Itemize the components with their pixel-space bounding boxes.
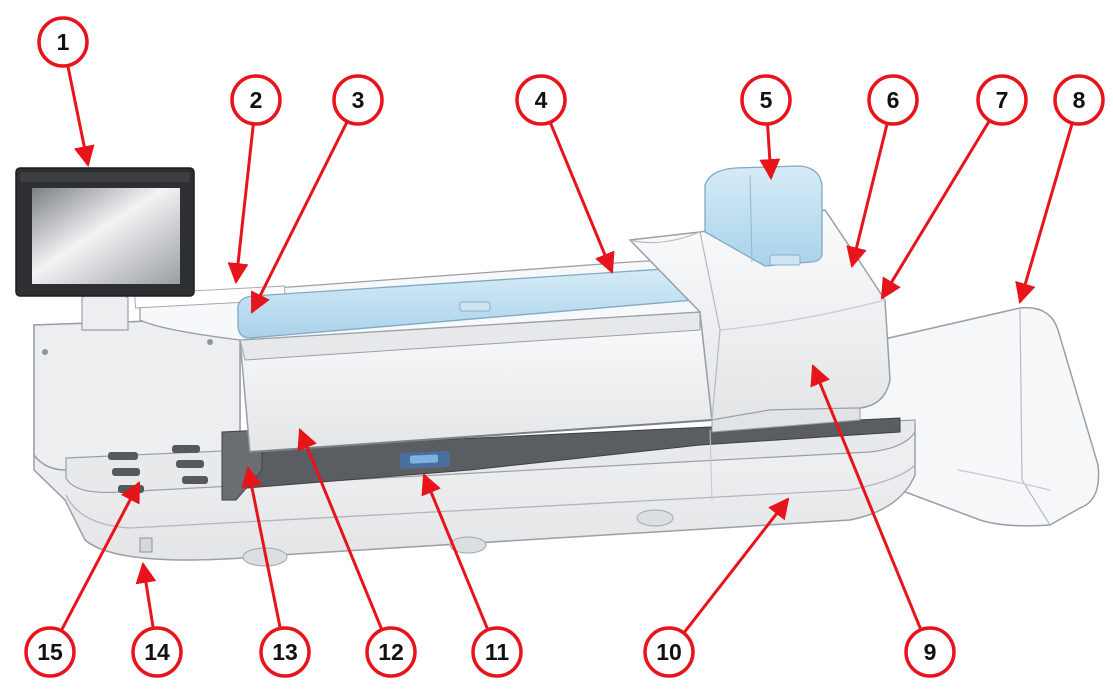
exit-tray xyxy=(857,306,1100,527)
touch-screen xyxy=(15,167,195,331)
callout-number-3: 3 xyxy=(352,87,365,113)
callout-10: 10 xyxy=(643,626,695,678)
callout-circle-11 xyxy=(471,626,523,678)
callout-number-9: 9 xyxy=(924,639,937,665)
callout-number-6: 6 xyxy=(887,87,900,113)
callout-circle-13 xyxy=(259,626,311,678)
callout-circle-3 xyxy=(332,74,384,126)
callout-arrow-8 xyxy=(1015,122,1074,305)
callout-arrow-7 xyxy=(880,119,991,300)
callout-arrow-1 xyxy=(66,65,95,168)
callout-arrow-4 xyxy=(548,121,615,274)
callout-4: 4 xyxy=(515,74,567,126)
callout-circle-7 xyxy=(976,74,1028,126)
callout-number-13: 13 xyxy=(272,639,298,665)
callout-number-11: 11 xyxy=(485,639,510,665)
callout-arrow-6 xyxy=(846,122,889,269)
callout-number-12: 12 xyxy=(378,639,404,665)
callout-number-1: 1 xyxy=(57,29,70,55)
callout-arrow-9 xyxy=(810,364,923,631)
callout-12: 12 xyxy=(365,626,417,678)
callout-11: 11 xyxy=(471,626,523,678)
callout-9: 9 xyxy=(904,626,956,678)
callout-number-7: 7 xyxy=(996,87,1009,113)
callout-7: 7 xyxy=(976,74,1028,126)
callout-arrow-5 xyxy=(759,123,781,181)
callout-arrow-2 xyxy=(227,123,255,285)
callout-circle-2 xyxy=(230,74,282,126)
callout-14: 14 xyxy=(131,626,183,678)
callout-circle-8 xyxy=(1053,74,1105,126)
callout-number-5: 5 xyxy=(760,87,773,113)
callout-circle-4 xyxy=(515,74,567,126)
callout-6: 6 xyxy=(867,74,919,126)
callout-circle-5 xyxy=(740,74,792,126)
ink-cartridge-cover xyxy=(704,165,823,267)
callout-2: 2 xyxy=(230,74,282,126)
callout-circle-1 xyxy=(37,16,89,68)
callout-15: 15 xyxy=(24,626,76,678)
callout-number-14: 14 xyxy=(144,639,170,665)
callout-number-15: 15 xyxy=(37,639,63,665)
callout-circle-10 xyxy=(643,626,695,678)
callout-1: 1 xyxy=(37,16,89,68)
callout-8: 8 xyxy=(1053,74,1105,126)
callout-arrow-14 xyxy=(135,561,157,629)
callout-arrow-12 xyxy=(297,428,384,631)
callout-circle-14 xyxy=(131,626,183,678)
callout-arrow-10 xyxy=(682,497,790,634)
callout-circle-9 xyxy=(904,626,956,678)
callout-number-8: 8 xyxy=(1073,87,1086,113)
callout-number-2: 2 xyxy=(250,87,263,113)
callout-13: 13 xyxy=(259,626,311,678)
callout-arrow-11 xyxy=(421,473,490,631)
callout-arrows xyxy=(59,65,1074,634)
callout-arrow-15 xyxy=(59,481,141,632)
callout-arrow-3 xyxy=(250,120,349,314)
callout-5: 5 xyxy=(740,74,792,126)
callout-3: 3 xyxy=(332,74,384,126)
callout-circle-15 xyxy=(24,626,76,678)
callout-number-4: 4 xyxy=(535,87,548,113)
callout-circle-12 xyxy=(365,626,417,678)
mailing-machine-illustration xyxy=(15,165,1100,567)
callout-number-10: 10 xyxy=(656,639,682,665)
callout-arrow-13 xyxy=(241,465,282,629)
callout-circle-6 xyxy=(867,74,919,126)
